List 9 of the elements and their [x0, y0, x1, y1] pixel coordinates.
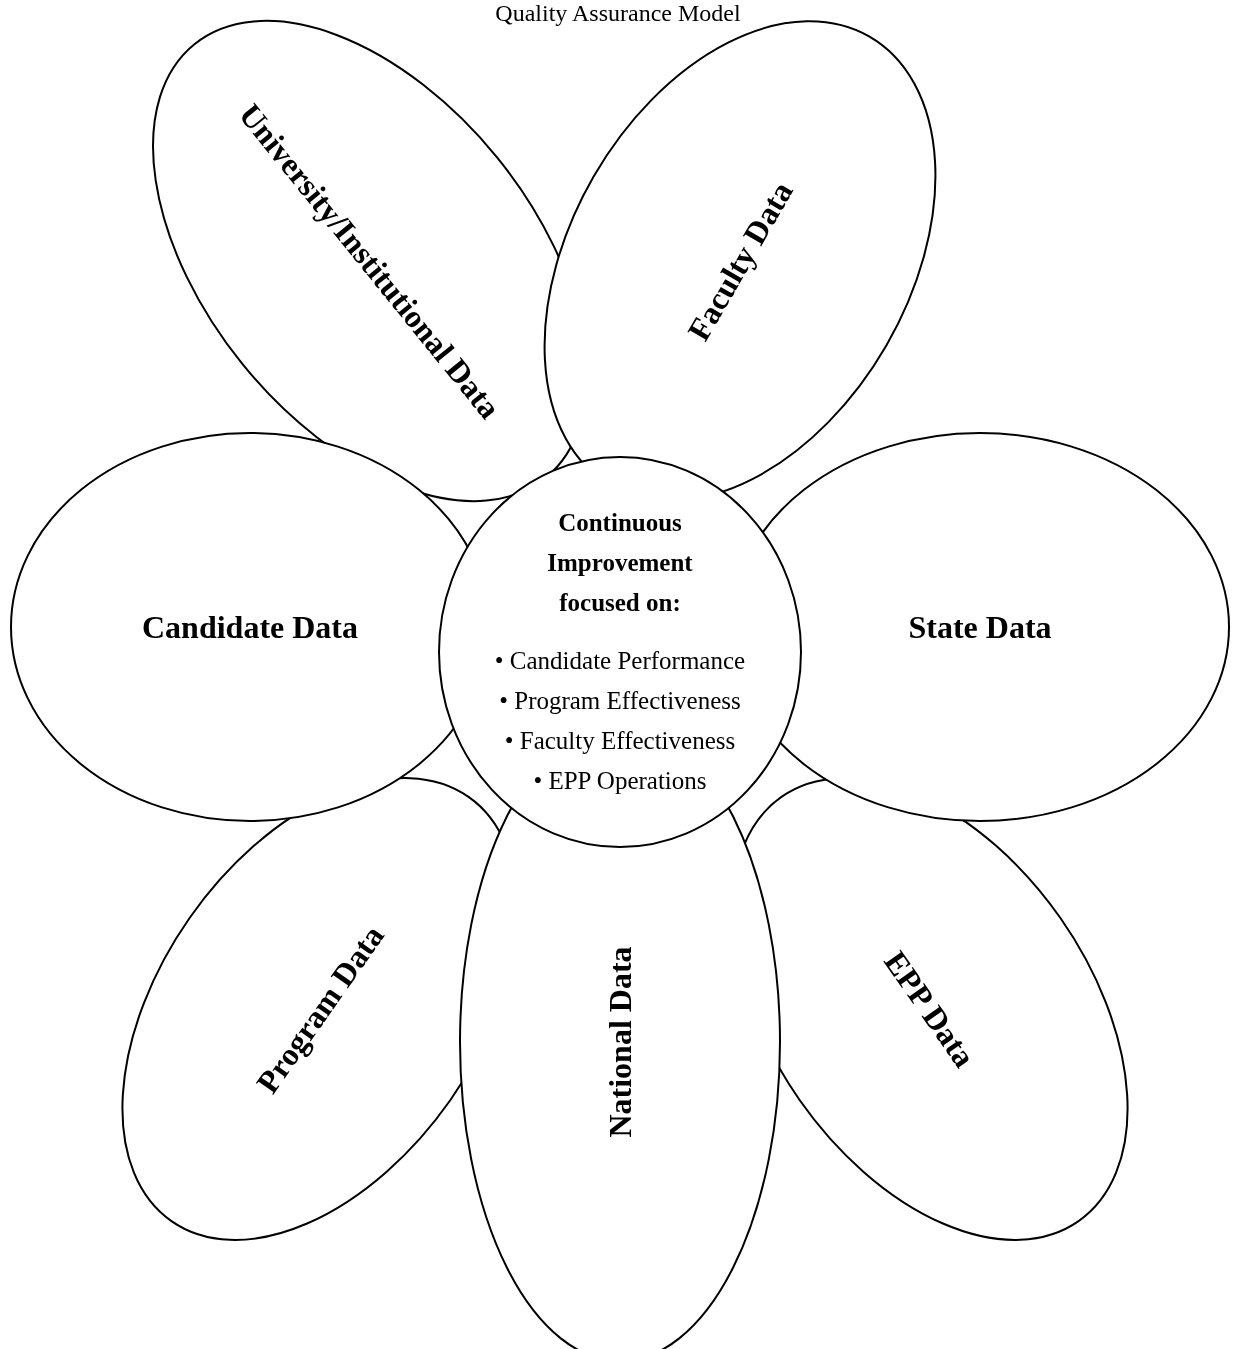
- diagram-title: Quality Assurance Model: [494, 0, 742, 27]
- bullet-item: • Candidate Performance: [494, 645, 746, 676]
- bullet-item: • Program Effectiveness: [499, 685, 741, 716]
- petal-label: National Data: [601, 946, 639, 1138]
- bullet-item: • Faculty Effectiveness: [504, 725, 736, 756]
- bullet-item: • EPP Operations: [533, 765, 707, 796]
- center-heading: Continuous Improvement focused on:: [546, 507, 694, 618]
- petal-label: State Data: [908, 608, 1052, 646]
- petal-label: Candidate Data: [142, 608, 358, 646]
